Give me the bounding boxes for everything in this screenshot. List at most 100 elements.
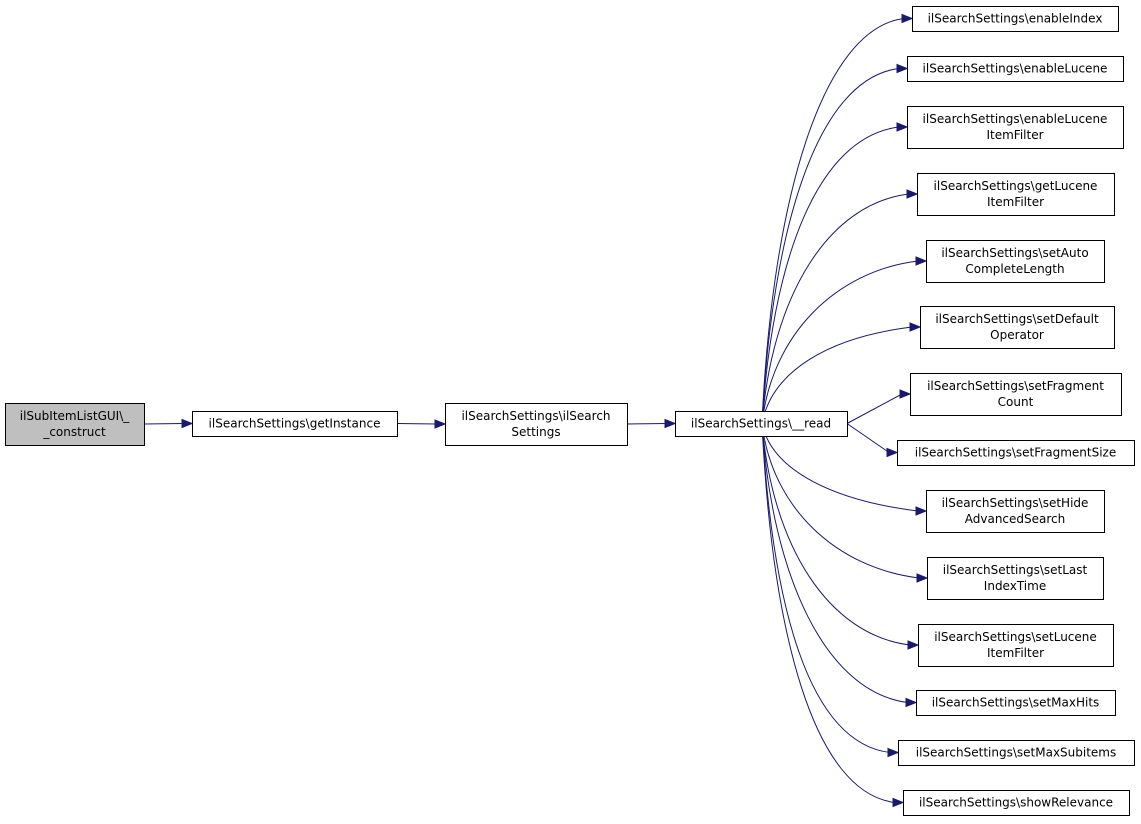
- node-label: ilSearchSettings\showRelevance: [919, 796, 1113, 810]
- edge-arrowhead: [434, 419, 447, 429]
- edge-n1-n2: [396, 423, 438, 425]
- node-label: ilSearchSettings\getLucene: [934, 179, 1098, 193]
- edge-n3-n11: [846, 423, 890, 453]
- edge-n3-n6: [761, 126, 900, 424]
- node-n15[interactable]: ilSearchSettings\setMaxHits: [916, 690, 1116, 716]
- node-box: [918, 624, 1114, 667]
- edge-n3-n9: [761, 326, 913, 424]
- node-box: [927, 557, 1104, 600]
- node-label: ilSubItemListGUI\_: [20, 409, 130, 423]
- node-n2[interactable]: ilSearchSettings\ilSearchSettings: [445, 403, 628, 446]
- edge-n3-n8: [761, 260, 919, 424]
- node-label: IndexTime: [984, 579, 1046, 593]
- edge-n3-n12: [761, 423, 919, 512]
- node-box: [926, 240, 1105, 283]
- node-box: [192, 411, 398, 437]
- node-label: CompleteLength: [965, 262, 1064, 276]
- edge-n3-n5: [761, 68, 900, 424]
- node-label: _construct: [42, 425, 106, 439]
- node-box: [445, 403, 628, 446]
- edge-n0-n1: [143, 423, 185, 425]
- node-n0: ilSubItemListGUI\_ _construct: [5, 403, 145, 446]
- node-label: ilSearchSettings\setHide: [942, 496, 1089, 510]
- edge-arrowhead: [664, 418, 677, 429]
- edge-n3-n17: [761, 423, 896, 803]
- node-box: [917, 173, 1115, 216]
- edge-arrowhead: [896, 122, 909, 132]
- edge-n3-n10: [846, 393, 903, 424]
- node-n16[interactable]: ilSearchSettings\setMaxSubitems: [898, 740, 1135, 766]
- edge-arrowhead: [915, 506, 928, 516]
- edge-arrowhead: [916, 573, 929, 583]
- edge-arrowhead: [907, 640, 920, 650]
- node-label: ilSearchSettings\setLucene: [934, 630, 1097, 644]
- node-n17[interactable]: ilSearchSettings\showRelevance: [903, 790, 1130, 816]
- edge-arrowhead: [886, 447, 899, 458]
- edge-arrowhead: [915, 256, 928, 266]
- node-label: ilSearchSettings\enableIndex: [928, 12, 1103, 26]
- node-box: [907, 56, 1124, 82]
- node-box: [903, 790, 1130, 816]
- node-label: ilSearchSettings\setDefault: [935, 312, 1099, 326]
- node-label: ilSearchSettings\setAuto: [941, 246, 1088, 260]
- node-label: ilSearchSettings\setLast: [943, 563, 1088, 577]
- edge-n2-n3: [626, 423, 668, 425]
- node-label: ilSearchSettings\__read: [691, 417, 831, 431]
- node-box: [910, 373, 1122, 416]
- node-label: ilSearchSettings\setFragment: [927, 379, 1104, 393]
- node-box: [898, 740, 1135, 766]
- node-n4[interactable]: ilSearchSettings\enableIndex: [912, 6, 1119, 32]
- node-label: Operator: [990, 328, 1044, 342]
- node-box: [912, 6, 1119, 32]
- node-label: ItemFilter: [986, 128, 1043, 142]
- node-n11[interactable]: ilSearchSettings\setFragmentSize: [897, 440, 1135, 466]
- edge-arrowhead: [909, 322, 922, 332]
- edges-layer: [143, 13, 929, 808]
- node-box: [5, 403, 145, 446]
- edge-arrowhead: [892, 797, 905, 808]
- node-label: ilSearchSettings\setFragmentSize: [915, 446, 1116, 460]
- node-n1[interactable]: ilSearchSettings\getInstance: [192, 411, 398, 437]
- node-box: [897, 440, 1135, 466]
- node-label: ilSearchSettings\enableLucene: [923, 62, 1108, 76]
- node-label: Count: [998, 395, 1034, 409]
- node-box: [675, 411, 848, 437]
- edge-n3-n13: [761, 423, 920, 579]
- edge-arrowhead: [899, 389, 912, 399]
- node-label: ilSearchSettings\ilSearch: [461, 409, 610, 423]
- node-box: [926, 490, 1105, 533]
- nodes-layer: ilSubItemListGUI\_ _construct ilSearchSett…: [5, 6, 1135, 816]
- edge-arrowhead: [905, 697, 918, 708]
- node-label: ItemFilter: [987, 646, 1044, 660]
- edge-n3-n16: [761, 423, 891, 753]
- edge-arrowhead: [887, 747, 900, 758]
- node-label: ilSearchSettings\getInstance: [209, 417, 381, 431]
- edge-n3-n14: [761, 423, 911, 646]
- node-n5[interactable]: ilSearchSettings\enableLucene: [907, 56, 1124, 82]
- node-box: [920, 306, 1115, 349]
- node-label: ilSearchSettings\setMaxHits: [932, 696, 1100, 710]
- edge-arrowhead: [896, 63, 909, 74]
- node-box: [916, 690, 1116, 716]
- node-n3[interactable]: ilSearchSettings\__read: [675, 411, 848, 437]
- edge-n3-n4: [761, 18, 905, 424]
- edge-arrowhead: [181, 418, 194, 429]
- node-label: ilSearchSettings\enableLucene: [923, 112, 1108, 126]
- node-label: AdvancedSearch: [965, 512, 1066, 526]
- node-box: [907, 106, 1124, 149]
- node-label: ilSearchSettings\setMaxSubitems: [916, 746, 1117, 760]
- edge-n3-n15: [761, 423, 909, 703]
- edge-n3-n7: [761, 193, 910, 424]
- node-label: Settings: [511, 425, 560, 439]
- edge-arrowhead: [906, 189, 919, 199]
- edge-arrowhead: [901, 13, 914, 24]
